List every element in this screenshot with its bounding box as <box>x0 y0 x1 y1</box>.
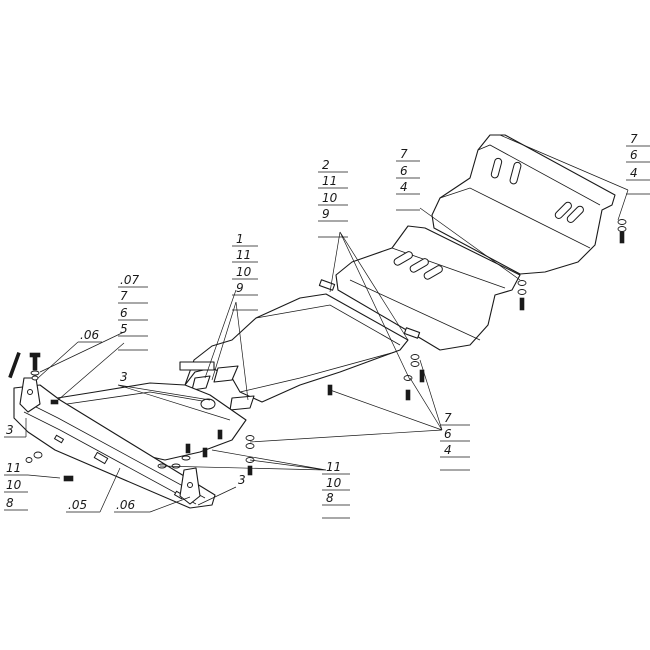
bolt-set <box>8 219 627 482</box>
callout-10: 10 <box>236 265 252 279</box>
callout-7: 7 <box>400 147 408 161</box>
callout-center-bottom-stack: 11 10 8 <box>326 460 342 505</box>
callout-4: 4 <box>630 166 638 180</box>
skid-plate-front <box>179 293 409 411</box>
callout-11: 11 <box>322 174 337 188</box>
callout-11: 11 <box>326 460 341 474</box>
callout-3-left: 3 <box>6 423 14 437</box>
callout-top-right-stack: 7 6 4 <box>630 132 638 180</box>
callout-front-left-stack: .07 7 6 5 <box>120 273 139 336</box>
callout-bracket-06: .06 <box>80 328 99 342</box>
callout-6: 6 <box>630 148 638 162</box>
callout-4: 4 <box>444 443 452 457</box>
callout-06: .06 <box>116 498 135 512</box>
callout-8: 8 <box>6 496 14 510</box>
callout-11: 11 <box>236 248 251 262</box>
callout-7: 7 <box>630 132 638 146</box>
callout-2: 2 <box>322 158 330 172</box>
callout-5: 5 <box>120 322 128 336</box>
callout-7: 7 <box>120 289 128 303</box>
callout-3-upper: 3 <box>120 370 128 384</box>
leader-lines <box>4 134 650 519</box>
callout-9: 9 <box>322 207 330 221</box>
callout-left-bottom-stack: 11 10 8 <box>6 461 22 510</box>
callout-8: 8 <box>326 491 334 505</box>
callout-07: .07 <box>120 273 139 287</box>
callout-10: 10 <box>6 478 22 492</box>
callout-9: 9 <box>236 281 244 295</box>
callout-plate2-stack: 2 11 10 9 <box>322 158 338 221</box>
callout-11: 11 <box>6 461 21 475</box>
callout-3-right: 3 <box>238 473 246 487</box>
callout-plate1-stack: 1 11 10 9 <box>236 232 252 295</box>
callout-10: 10 <box>322 191 338 205</box>
callout-6: 6 <box>400 164 408 178</box>
right-bracket <box>179 467 201 505</box>
callout-mid-right-stack: 7 6 4 <box>444 411 452 457</box>
callout-4: 4 <box>400 180 408 194</box>
callout-plate3-stack: 7 6 4 <box>400 147 408 194</box>
callout-6: 6 <box>444 427 452 441</box>
callout-6: 6 <box>120 306 128 320</box>
skid-plate-middle <box>318 225 521 351</box>
callout-1: 1 <box>236 232 244 246</box>
callout-05: .05 <box>68 498 87 512</box>
skid-plate-rear <box>431 134 616 275</box>
callout-10: 10 <box>326 476 342 490</box>
callout-7: 7 <box>444 411 452 425</box>
